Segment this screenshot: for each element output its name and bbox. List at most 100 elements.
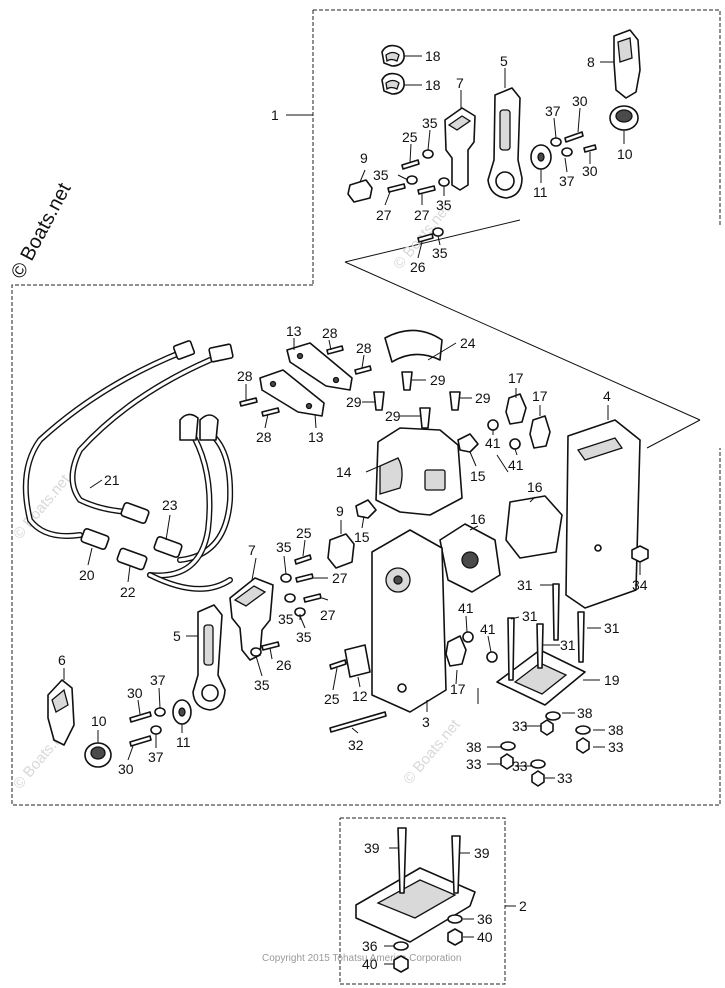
callout-11: 11 [533, 184, 548, 200]
screw-part-30-upper-a [564, 131, 584, 143]
callout-40: 40 [362, 956, 378, 972]
washer-part-38-c [500, 741, 516, 751]
screw-part-29-c [419, 407, 431, 429]
faint-watermark: © Boats.net [400, 716, 464, 788]
gasket-part-19 [496, 649, 586, 706]
callout-16: 16 [470, 511, 486, 527]
callout-7: 7 [456, 75, 464, 91]
cam-part-11-upper [530, 144, 552, 170]
screw-part-28-c [239, 397, 258, 407]
callout-38: 38 [466, 739, 482, 755]
bracket-part-17-a [505, 393, 527, 425]
clip-part-18-upper [381, 44, 405, 67]
callout-41: 41 [485, 435, 501, 451]
callout-27: 27 [320, 607, 336, 623]
plate-part-16-left [439, 523, 501, 593]
bracket-part-17-b [529, 415, 551, 449]
callout-33: 33 [557, 770, 573, 786]
housing-part-14 [375, 427, 463, 516]
leader-lines [63, 55, 641, 965]
nut-part-33-c [500, 753, 514, 770]
arm-part-5-upper [487, 87, 523, 199]
callout-35: 35 [254, 677, 270, 693]
screw-part-27-upper-b [417, 185, 436, 195]
clip-part-15-lower [355, 499, 377, 519]
washer-part-38-a [545, 711, 561, 721]
grommet-part-10-upper [609, 105, 639, 131]
callout-30: 30 [127, 685, 143, 701]
nut-part-33-d [531, 770, 545, 787]
callout-35: 35 [276, 539, 292, 555]
nut-part-33-b [576, 737, 590, 754]
frame-diagonal-right2 [646, 419, 701, 449]
callout-33: 33 [512, 718, 528, 734]
clip-part-15-upper [457, 433, 479, 453]
callout-39: 39 [474, 845, 490, 861]
washer-part-37-a [154, 707, 166, 717]
callout-28: 28 [237, 368, 253, 384]
callout-28: 28 [256, 429, 272, 445]
callout-32: 32 [348, 737, 364, 753]
handle-part-8 [613, 29, 641, 99]
screw-part-30-a [129, 711, 152, 723]
bracket-part-13-lower [259, 369, 325, 417]
screw-part-39-b [451, 835, 461, 894]
upper-kit-frame [313, 9, 721, 225]
screw-part-26-upper [417, 233, 434, 243]
callout-6: 6 [58, 652, 66, 668]
screw-part-32 [329, 711, 387, 733]
screw-part-27-a [295, 573, 314, 583]
callout-9: 9 [360, 150, 368, 166]
connector-part-23 [120, 502, 183, 558]
callout-35: 35 [422, 115, 438, 131]
washer-part-41-a [487, 419, 499, 431]
callout-17: 17 [450, 681, 466, 697]
callout-30: 30 [118, 761, 134, 777]
callout-33: 33 [466, 756, 482, 772]
frame-diagonal-left [344, 219, 521, 263]
callout-5: 5 [500, 53, 508, 69]
callout-27: 27 [414, 207, 430, 223]
callout-16: 16 [527, 479, 543, 495]
callout-41: 41 [458, 600, 474, 616]
callout-5: 5 [173, 628, 181, 644]
callout-38: 38 [608, 722, 624, 738]
callout-29: 29 [475, 390, 491, 406]
callout-27: 27 [332, 570, 348, 586]
main-frame [11, 284, 721, 806]
screw-part-27-upper-a [387, 183, 406, 193]
screw-part-31-b [507, 617, 515, 681]
connector-part-22 [116, 547, 148, 571]
grommet-part-10 [84, 742, 112, 768]
remote-housing-part-3 [371, 529, 447, 713]
callout-28: 28 [356, 340, 372, 356]
callout-18: 18 [425, 48, 441, 64]
clip-part-18-lower [381, 72, 405, 95]
washer-part-35-upper-c [438, 177, 450, 187]
screw-part-25-upper [401, 159, 420, 170]
screw-part-31-d [577, 611, 585, 663]
callout-1: 1 [271, 107, 279, 123]
callout-14: 14 [336, 464, 352, 480]
callout-26: 26 [410, 259, 426, 275]
screw-part-28-d [261, 407, 280, 417]
washer-part-41-c [462, 631, 474, 643]
callout-10: 10 [617, 146, 633, 162]
callout-23: 23 [162, 497, 178, 513]
callout-25: 25 [402, 129, 418, 145]
callout-24: 24 [460, 335, 476, 351]
callout-29: 29 [385, 408, 401, 424]
copyright-text: Copyright 2015 Tohatsu America Corporati… [262, 953, 461, 964]
callout-37: 37 [559, 173, 575, 189]
callout-39: 39 [364, 840, 380, 856]
washer-part-38-b [575, 725, 591, 735]
screw-part-30-b [129, 735, 152, 747]
callout-3: 3 [422, 714, 430, 730]
callout-37: 37 [150, 672, 166, 688]
callout-numbers: 1 18 18 7 5 8 37 30 10 11 37 30 35 25 9 … [58, 48, 648, 972]
callout-35: 35 [432, 245, 448, 261]
callout-30: 30 [572, 93, 588, 109]
callout-22: 22 [120, 584, 136, 600]
wire-harness-21 [22, 349, 234, 592]
